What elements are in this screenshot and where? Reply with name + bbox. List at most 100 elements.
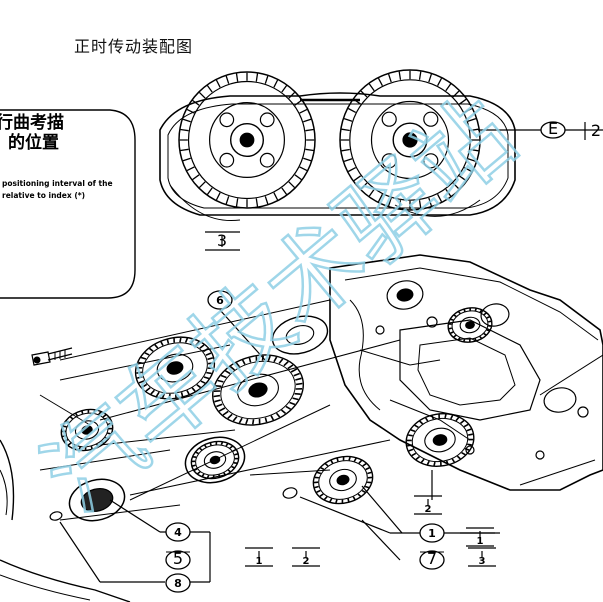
small-washer <box>49 511 63 521</box>
exploded-axis-line <box>59 299 331 361</box>
left-cam-sprocket <box>178 71 316 209</box>
thrust-washer-inner <box>80 487 114 513</box>
leader-line <box>361 519 401 561</box>
callout-8: 8 <box>174 577 182 590</box>
callout-circle <box>165 522 191 542</box>
sprocket-teeth <box>179 72 315 208</box>
crank-gear-lower <box>312 455 374 505</box>
engine-front-cover <box>329 254 603 491</box>
timing-chain-lower <box>0 574 91 601</box>
ref-box-2: 2 <box>303 556 310 567</box>
callout-circle <box>165 550 191 570</box>
exploded-axis-line <box>129 439 391 496</box>
exploded-axis-line <box>39 449 171 471</box>
gear-plate-hub <box>285 325 315 345</box>
ref-box-1-right: 1 <box>477 536 484 547</box>
partial-gear-edge <box>0 439 15 521</box>
watermark: 汽车技术驿站 <box>21 75 537 534</box>
gear-root <box>195 444 235 476</box>
sprocket-root <box>349 79 471 201</box>
timing-chain-lower <box>0 559 131 602</box>
sprocket-window <box>423 111 439 127</box>
bolt-head <box>31 351 51 366</box>
chain-path <box>389 399 471 441</box>
small-bolt <box>282 487 298 499</box>
note-line-en-2: relative to index (*) <box>2 191 85 200</box>
bolt-head <box>577 406 589 418</box>
note-line-cn-2: 的位置 <box>8 132 59 153</box>
gear-outer <box>447 307 493 343</box>
gear-plate <box>271 315 329 355</box>
note-line-en-1: positioning interval of the <box>2 179 113 188</box>
gear-teeth <box>448 308 492 342</box>
sprocket-outer <box>339 69 481 211</box>
gear-hub <box>329 468 357 492</box>
cover-edge <box>519 459 596 486</box>
watermark-text: 汽车技术驿站 <box>22 77 535 533</box>
note-line-cn-1: 行曲考描 <box>0 112 64 133</box>
oil-pump-inner <box>417 337 516 406</box>
gear-outer <box>312 455 374 505</box>
sprocket-hub <box>392 122 428 158</box>
gear-hub <box>459 316 481 334</box>
crank-seal-boss <box>543 387 577 413</box>
[object Object]: 2 <box>591 121 601 140</box>
leader-line <box>299 496 391 534</box>
upper-sprocket-bore <box>396 288 414 302</box>
callout-circle <box>419 523 445 543</box>
sprocket-teeth <box>340 70 480 210</box>
bolt-head <box>426 316 438 328</box>
gear-outer <box>134 336 216 400</box>
gear-outer <box>60 408 114 452</box>
sprocket-bore <box>402 132 418 148</box>
gear-bore <box>336 474 350 486</box>
sprocket-window <box>259 152 275 168</box>
tensioner-boss <box>480 303 510 327</box>
gear-bore <box>166 361 184 375</box>
[object Object]: 5 <box>173 549 183 568</box>
gear-outer <box>405 413 475 467</box>
sprocket-window <box>259 112 275 128</box>
gear-root <box>142 342 208 394</box>
gear-bore <box>81 425 93 435</box>
chain-path <box>359 349 441 366</box>
chain-guide <box>394 199 481 217</box>
note-box <box>0 109 136 299</box>
ref-box-3: 3 <box>479 556 486 567</box>
gear-root <box>65 412 109 448</box>
bolt-head <box>465 445 475 455</box>
oil-pump-housing <box>399 319 541 421</box>
crank-sprocket-ring <box>184 436 246 484</box>
cam-cover-outline <box>159 92 516 216</box>
gear-hub <box>156 353 194 383</box>
gear-teeth <box>406 414 474 466</box>
callout-circle <box>419 550 445 570</box>
gear-teeth <box>136 337 214 399</box>
gear-root <box>411 417 469 463</box>
cam-cover-inner <box>167 103 509 209</box>
upper-sprocket-boss <box>386 280 424 310</box>
cover-rib <box>344 267 599 341</box>
gear-root <box>220 360 296 420</box>
mid-gear-on-cover <box>447 307 493 343</box>
gear-teeth <box>61 409 113 451</box>
gear-root <box>318 460 368 500</box>
sprocket-window <box>423 153 439 169</box>
sprocket-window <box>219 112 235 128</box>
sprocket-hub <box>229 122 265 158</box>
gear-hub <box>203 451 227 469</box>
leader-line <box>361 485 403 534</box>
exploded-axis-line <box>59 344 231 381</box>
exploded-axis-line <box>99 339 401 421</box>
page-title: 正时传动装配图 <box>74 37 194 56</box>
gear-bore <box>465 321 475 329</box>
gear-teeth <box>213 355 303 425</box>
callout-4: 4 <box>174 526 182 539</box>
idler-sprocket <box>60 408 114 452</box>
exploded-axis-line <box>249 469 331 476</box>
gear-root <box>451 310 489 340</box>
cover-edge <box>539 354 603 396</box>
callout-circle <box>165 573 191 593</box>
gear-bore <box>248 382 268 398</box>
